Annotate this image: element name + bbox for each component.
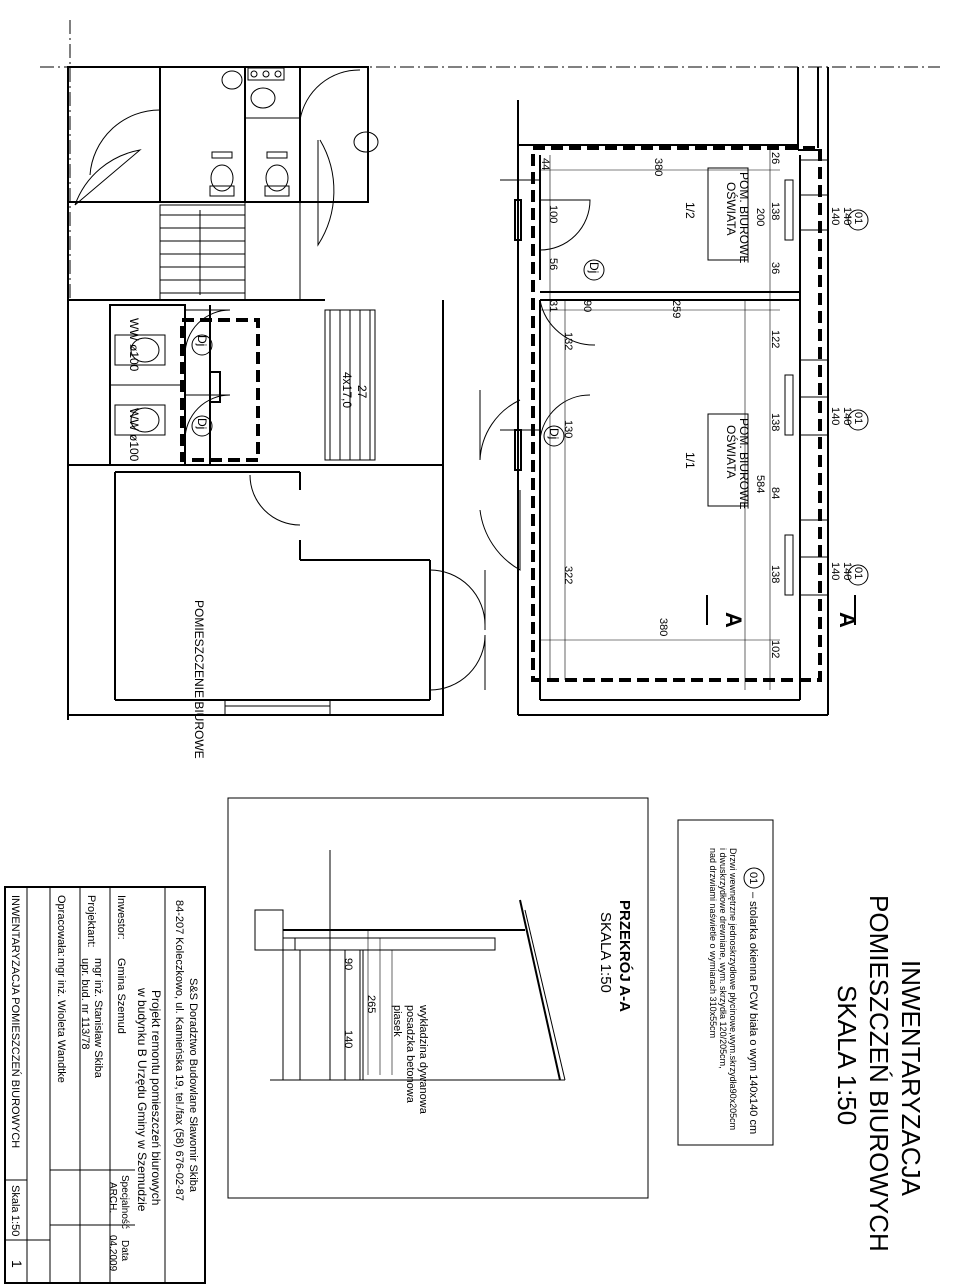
main-title: INWENTARYZACJA POMIESZCZEŃ BIUROWYCH SKA… xyxy=(832,895,926,1252)
spec: ARCH. xyxy=(107,1182,118,1213)
door-label-1: Dj xyxy=(195,335,209,346)
section-layer-2: posadzka betonowa xyxy=(404,1005,416,1104)
section-title: PRZEKRÓJ A-A xyxy=(616,900,634,1012)
legend-line1: – stolarka okienna PCW biała o wym 140x1… xyxy=(747,892,759,1134)
room-1-2-name-line1: POM. BIUROWE xyxy=(737,172,751,263)
window-mark-3-sym: 01 xyxy=(852,567,864,579)
window-mark-1-sym: 01 xyxy=(852,212,864,224)
legend-line2: Drzwi wewnętrzne jednoskrzydłowe płycino… xyxy=(728,848,738,1130)
section-dim-140: 140 xyxy=(342,1030,354,1048)
door-label-2: Dj xyxy=(195,418,209,429)
drawing-title: INWENTARYZACJA POMIESZCZEŃ BIUROWYCH xyxy=(9,895,22,1148)
sheet-number: 1 xyxy=(9,1260,25,1268)
section-a-a: PRZEKRÓJ A-A SKALA 1:50 90 140 265 wykła… xyxy=(227,797,649,1199)
investor: Gmina Szemud xyxy=(115,958,127,1034)
address: 84-207 Koleczkowo, ul. Kamieńska 19, tel… xyxy=(173,900,185,1201)
section-marker-1: A xyxy=(721,612,746,628)
legend-symbol: 01 xyxy=(747,872,759,884)
stairs-label-2: 27 xyxy=(355,385,369,399)
legend: 01 – stolarka okienna PCW biała o wym 14… xyxy=(677,819,774,1146)
window-mark-2-sym: 01 xyxy=(852,412,864,424)
section-layer-1: wykładzina dywanowa xyxy=(417,1004,429,1115)
scale-label: Skala xyxy=(9,1185,21,1213)
dim-left-130: 130 xyxy=(562,420,574,438)
wc2-label: WW ø100 xyxy=(127,408,141,462)
prepared: mgr inż. Wioleta Wandtke xyxy=(55,958,67,1083)
dim-left-56: 56 xyxy=(547,258,559,270)
prepared-label: Opracowała: xyxy=(55,895,67,957)
section-dim-265: 265 xyxy=(365,995,377,1013)
door-label-3: Dj xyxy=(587,262,601,273)
window-mark-1-w: 140 xyxy=(829,207,841,225)
office-label: POMIESZCZENIE BIUROWE xyxy=(192,600,206,759)
dim-right-26: 26 xyxy=(769,152,781,164)
dim-inner-584: 584 xyxy=(754,475,766,493)
dim-right-84: 84 xyxy=(769,487,781,499)
wc1-label: WW ø100 xyxy=(127,318,141,372)
dim-right-102: 102 xyxy=(769,640,781,658)
dim-inner-200: 200 xyxy=(754,208,766,226)
title-block: S&S Doradztwo Budowlane Sławomir Skiba 8… xyxy=(4,886,206,1284)
date-label: Data xyxy=(119,1240,130,1262)
section-layer-3: piasek xyxy=(391,1005,403,1037)
designer-line1: mgr inż. Stanisław Skiba xyxy=(92,958,104,1079)
designer-line2: upr. bud. nr 113/78 xyxy=(79,958,91,1050)
dim-right-138c: 138 xyxy=(769,565,781,583)
window-mark-2-w: 140 xyxy=(829,407,841,425)
dim-left-322: 322 xyxy=(562,566,574,584)
designer-label: Projektant: xyxy=(85,895,97,948)
stairs-label-1: 4x17,0 xyxy=(340,372,354,408)
dim-left-31: 31 xyxy=(547,300,559,312)
window-mark-3-w: 140 xyxy=(829,562,841,580)
dim-right-122: 122 xyxy=(769,330,781,348)
legend-line3: i dwuskrzydłowe drewniane, wym. skrzydła… xyxy=(718,848,728,1069)
room-1-2-name-line2: OŚWIATA xyxy=(724,182,739,236)
floor-plan xyxy=(67,66,856,720)
dim-top-380: 380 xyxy=(652,158,664,176)
dim-left-100: 100 xyxy=(547,205,559,223)
title-line1: INWENTARYZACJA xyxy=(896,960,926,1197)
project-line2: w budynku B Urzędu Gminy w Szemudzie xyxy=(135,987,149,1212)
plan-labels: 1/2 POM. BIUROWE OŚWIATA 1/1 POM. BIUROW… xyxy=(127,152,869,759)
window-mark-2-h: 140 xyxy=(841,407,853,425)
room-1-1-id: 1/1 xyxy=(683,452,697,469)
dim-top-90: 90 xyxy=(581,300,593,312)
room-1-2-id: 1/2 xyxy=(683,202,697,219)
window-mark-3-h: 140 xyxy=(841,562,853,580)
dim-right-36: 36 xyxy=(769,262,781,274)
dim-top-380b: 380 xyxy=(657,618,669,636)
dim-right-138a: 138 xyxy=(769,202,781,220)
spec-label: Specjalność xyxy=(119,1175,130,1229)
legend-line4: nad drzwiami naświetle o wymiarach 310x5… xyxy=(708,848,718,1038)
scale-value: 1:50 xyxy=(9,1215,21,1236)
company: S&S Doradztwo Budowlane Sławomir Skiba xyxy=(187,978,199,1193)
dim-left-44: 44 xyxy=(539,158,551,170)
section-marker-2: A xyxy=(835,612,860,628)
title-line3: SKALA 1:50 xyxy=(832,985,862,1125)
room-1-1-name-line2: OŚWIATA xyxy=(724,425,739,479)
section-dim-90: 90 xyxy=(342,958,354,970)
title-line2: POMIESZCZEŃ BIUROWYCH xyxy=(864,895,894,1252)
door-label-4: Dj xyxy=(547,428,561,439)
investor-label: Inwestor: xyxy=(115,895,127,940)
date: 04.2009 xyxy=(107,1235,118,1272)
window-mark-1-h: 140 xyxy=(841,207,853,225)
room-1-1-name-line1: POM. BIUROWE xyxy=(737,418,751,509)
dim-right-138b: 138 xyxy=(769,413,781,431)
project-line1: Projekt remontu pomieszczeń biurowych xyxy=(149,990,163,1205)
dim-left-132: 132 xyxy=(562,332,574,350)
section-scale: SKALA 1:50 xyxy=(597,912,614,993)
dim-top-259: 259 xyxy=(670,300,682,318)
